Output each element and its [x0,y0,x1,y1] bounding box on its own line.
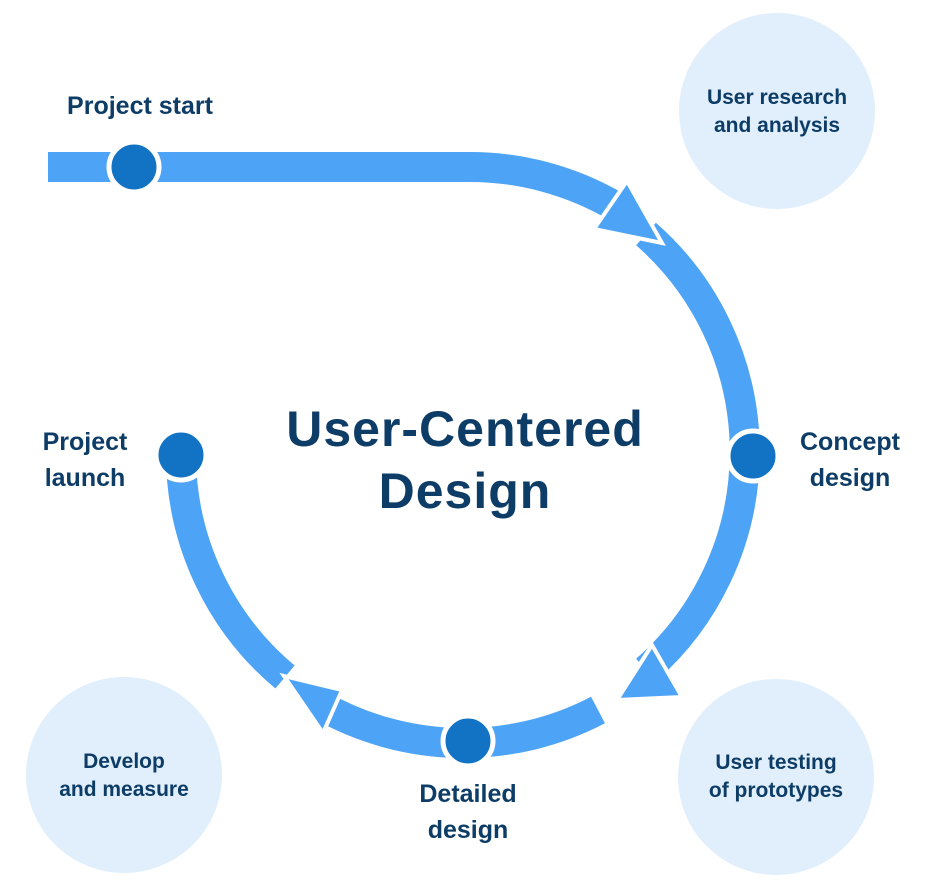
bubble-user-testing [678,679,874,875]
label-project-start: Project start [67,92,213,120]
label-user-research: User research and analysis [706,86,848,137]
track-launch-tail [166,454,295,689]
arrow-icon-to-develop [279,672,345,738]
bubble-user-research [679,13,875,209]
label-user-testing: User testing of prototypes [708,751,844,802]
bubble-develop-measure [26,677,222,873]
label-concept-design: Concept design [800,428,900,492]
label-develop-measure: Develop and measure [59,750,189,801]
node-project-launch [153,427,209,483]
arrow-icon-to-testing [613,641,686,703]
label-detailed-design: Detailed design [419,780,517,844]
track-start-to-concept [48,152,623,220]
arrow-icon-to-research [590,177,666,246]
diagram-title: User-Centered Design [286,401,644,519]
node-concept-design [725,428,781,484]
node-project-start [106,139,162,195]
process-track [48,152,760,759]
label-project-launch: Project launch [42,428,128,492]
node-detailed-design [440,713,496,769]
